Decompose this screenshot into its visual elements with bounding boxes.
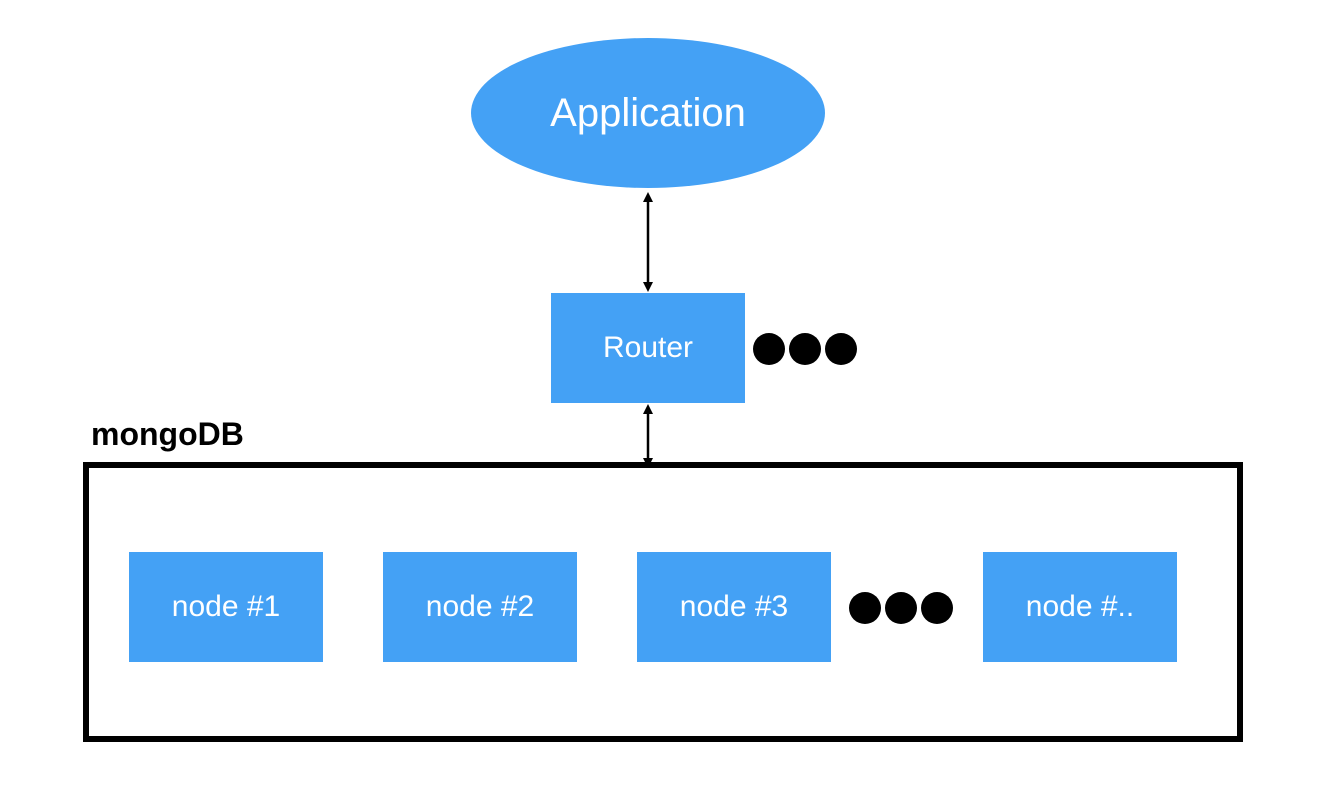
node-1: node #1 bbox=[129, 552, 323, 662]
node-label: node #2 bbox=[425, 590, 535, 623]
node-2: node #2 bbox=[383, 552, 577, 662]
router-ellipsis-icon bbox=[753, 333, 857, 365]
dot-icon bbox=[789, 333, 821, 365]
dot-icon bbox=[885, 592, 917, 624]
cluster-label: mongoDB bbox=[91, 416, 244, 452]
node-3: node #3 bbox=[637, 552, 831, 662]
node-label: node #.. bbox=[1025, 590, 1135, 623]
application-node: Application bbox=[471, 38, 825, 188]
dot-icon bbox=[849, 592, 881, 624]
router-label: Router bbox=[602, 331, 694, 364]
router-node: Router bbox=[551, 293, 745, 403]
dot-icon bbox=[753, 333, 785, 365]
dot-icon bbox=[825, 333, 857, 365]
dot-icon bbox=[921, 592, 953, 624]
application-label: Application bbox=[550, 90, 746, 135]
nodes-ellipsis-icon bbox=[849, 592, 953, 624]
cluster-frame bbox=[83, 462, 1243, 742]
node-label: node #1 bbox=[171, 590, 281, 623]
node-label: node #3 bbox=[679, 590, 789, 623]
node-n: node #.. bbox=[983, 552, 1177, 662]
